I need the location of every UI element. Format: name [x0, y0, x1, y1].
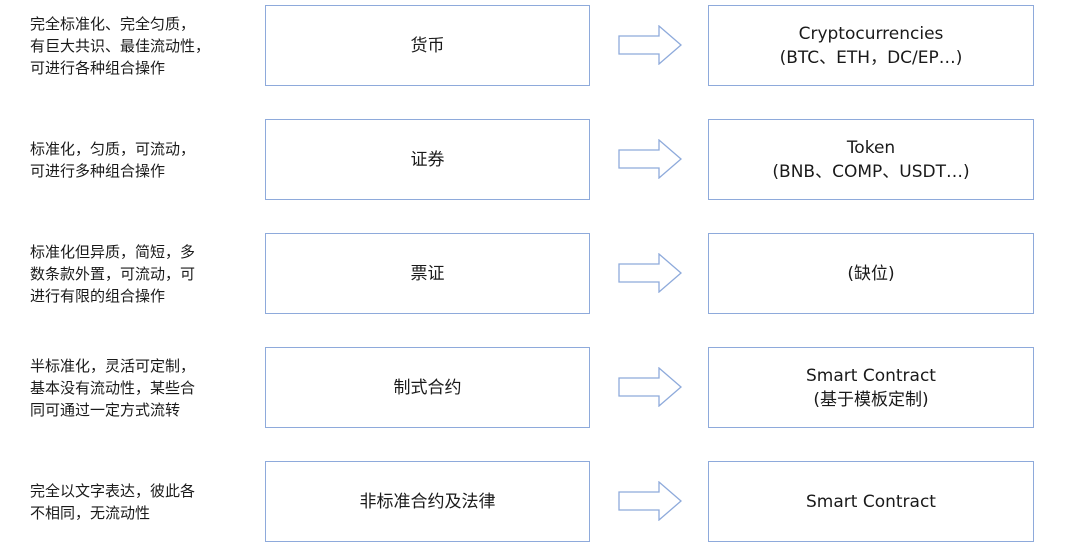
example-box: Smart Contract (基于模板定制)	[708, 347, 1034, 428]
row-tickets: 标准化但异质，简短，多 数条款外置，可流动，可 进行有限的组合操作 票证 (缺位…	[0, 233, 1080, 314]
row-currency: 完全标准化、完全匀质， 有巨大共识、最佳流动性， 可进行各种组合操作 货币 Cr…	[0, 5, 1080, 86]
category-box: 票证	[265, 233, 590, 314]
category-box: 制式合约	[265, 347, 590, 428]
row-description: 完全以文字表达，彼此各 不相同，无流动性	[30, 481, 196, 522]
example-box: Smart Contract	[708, 461, 1034, 542]
category-box: 证券	[265, 119, 590, 200]
right-arrow-icon	[618, 253, 682, 293]
right-arrow-icon	[618, 139, 682, 179]
example-box: Token (BNB、COMP、USDT…)	[708, 119, 1034, 200]
row-description: 标准化但异质，简短，多 数条款外置，可流动，可 进行有限的组合操作	[30, 242, 196, 305]
category-box: 非标准合约及法律	[265, 461, 590, 542]
example-box: (缺位)	[708, 233, 1034, 314]
row-securities: 标准化，匀质，可流动， 可进行多种组合操作 证券 Token (BNB、COMP…	[0, 119, 1080, 200]
row-standard-contract: 半标准化，灵活可定制， 基本没有流动性，某些合 同可通过一定方式流转 制式合约 …	[0, 347, 1080, 428]
category-box: 货币	[265, 5, 590, 86]
right-arrow-icon	[618, 367, 682, 407]
row-description: 半标准化，灵活可定制， 基本没有流动性，某些合 同可通过一定方式流转	[30, 356, 196, 419]
row-nonstandard-contract: 完全以文字表达，彼此各 不相同，无流动性 非标准合约及法律 Smart Cont…	[0, 461, 1080, 542]
right-arrow-icon	[618, 481, 682, 521]
example-box: Cryptocurrencies (BTC、ETH，DC/EP…)	[708, 5, 1034, 86]
row-description: 完全标准化、完全匀质， 有巨大共识、最佳流动性， 可进行各种组合操作	[30, 14, 211, 77]
row-description: 标准化，匀质，可流动， 可进行多种组合操作	[30, 139, 196, 180]
right-arrow-icon	[618, 25, 682, 65]
